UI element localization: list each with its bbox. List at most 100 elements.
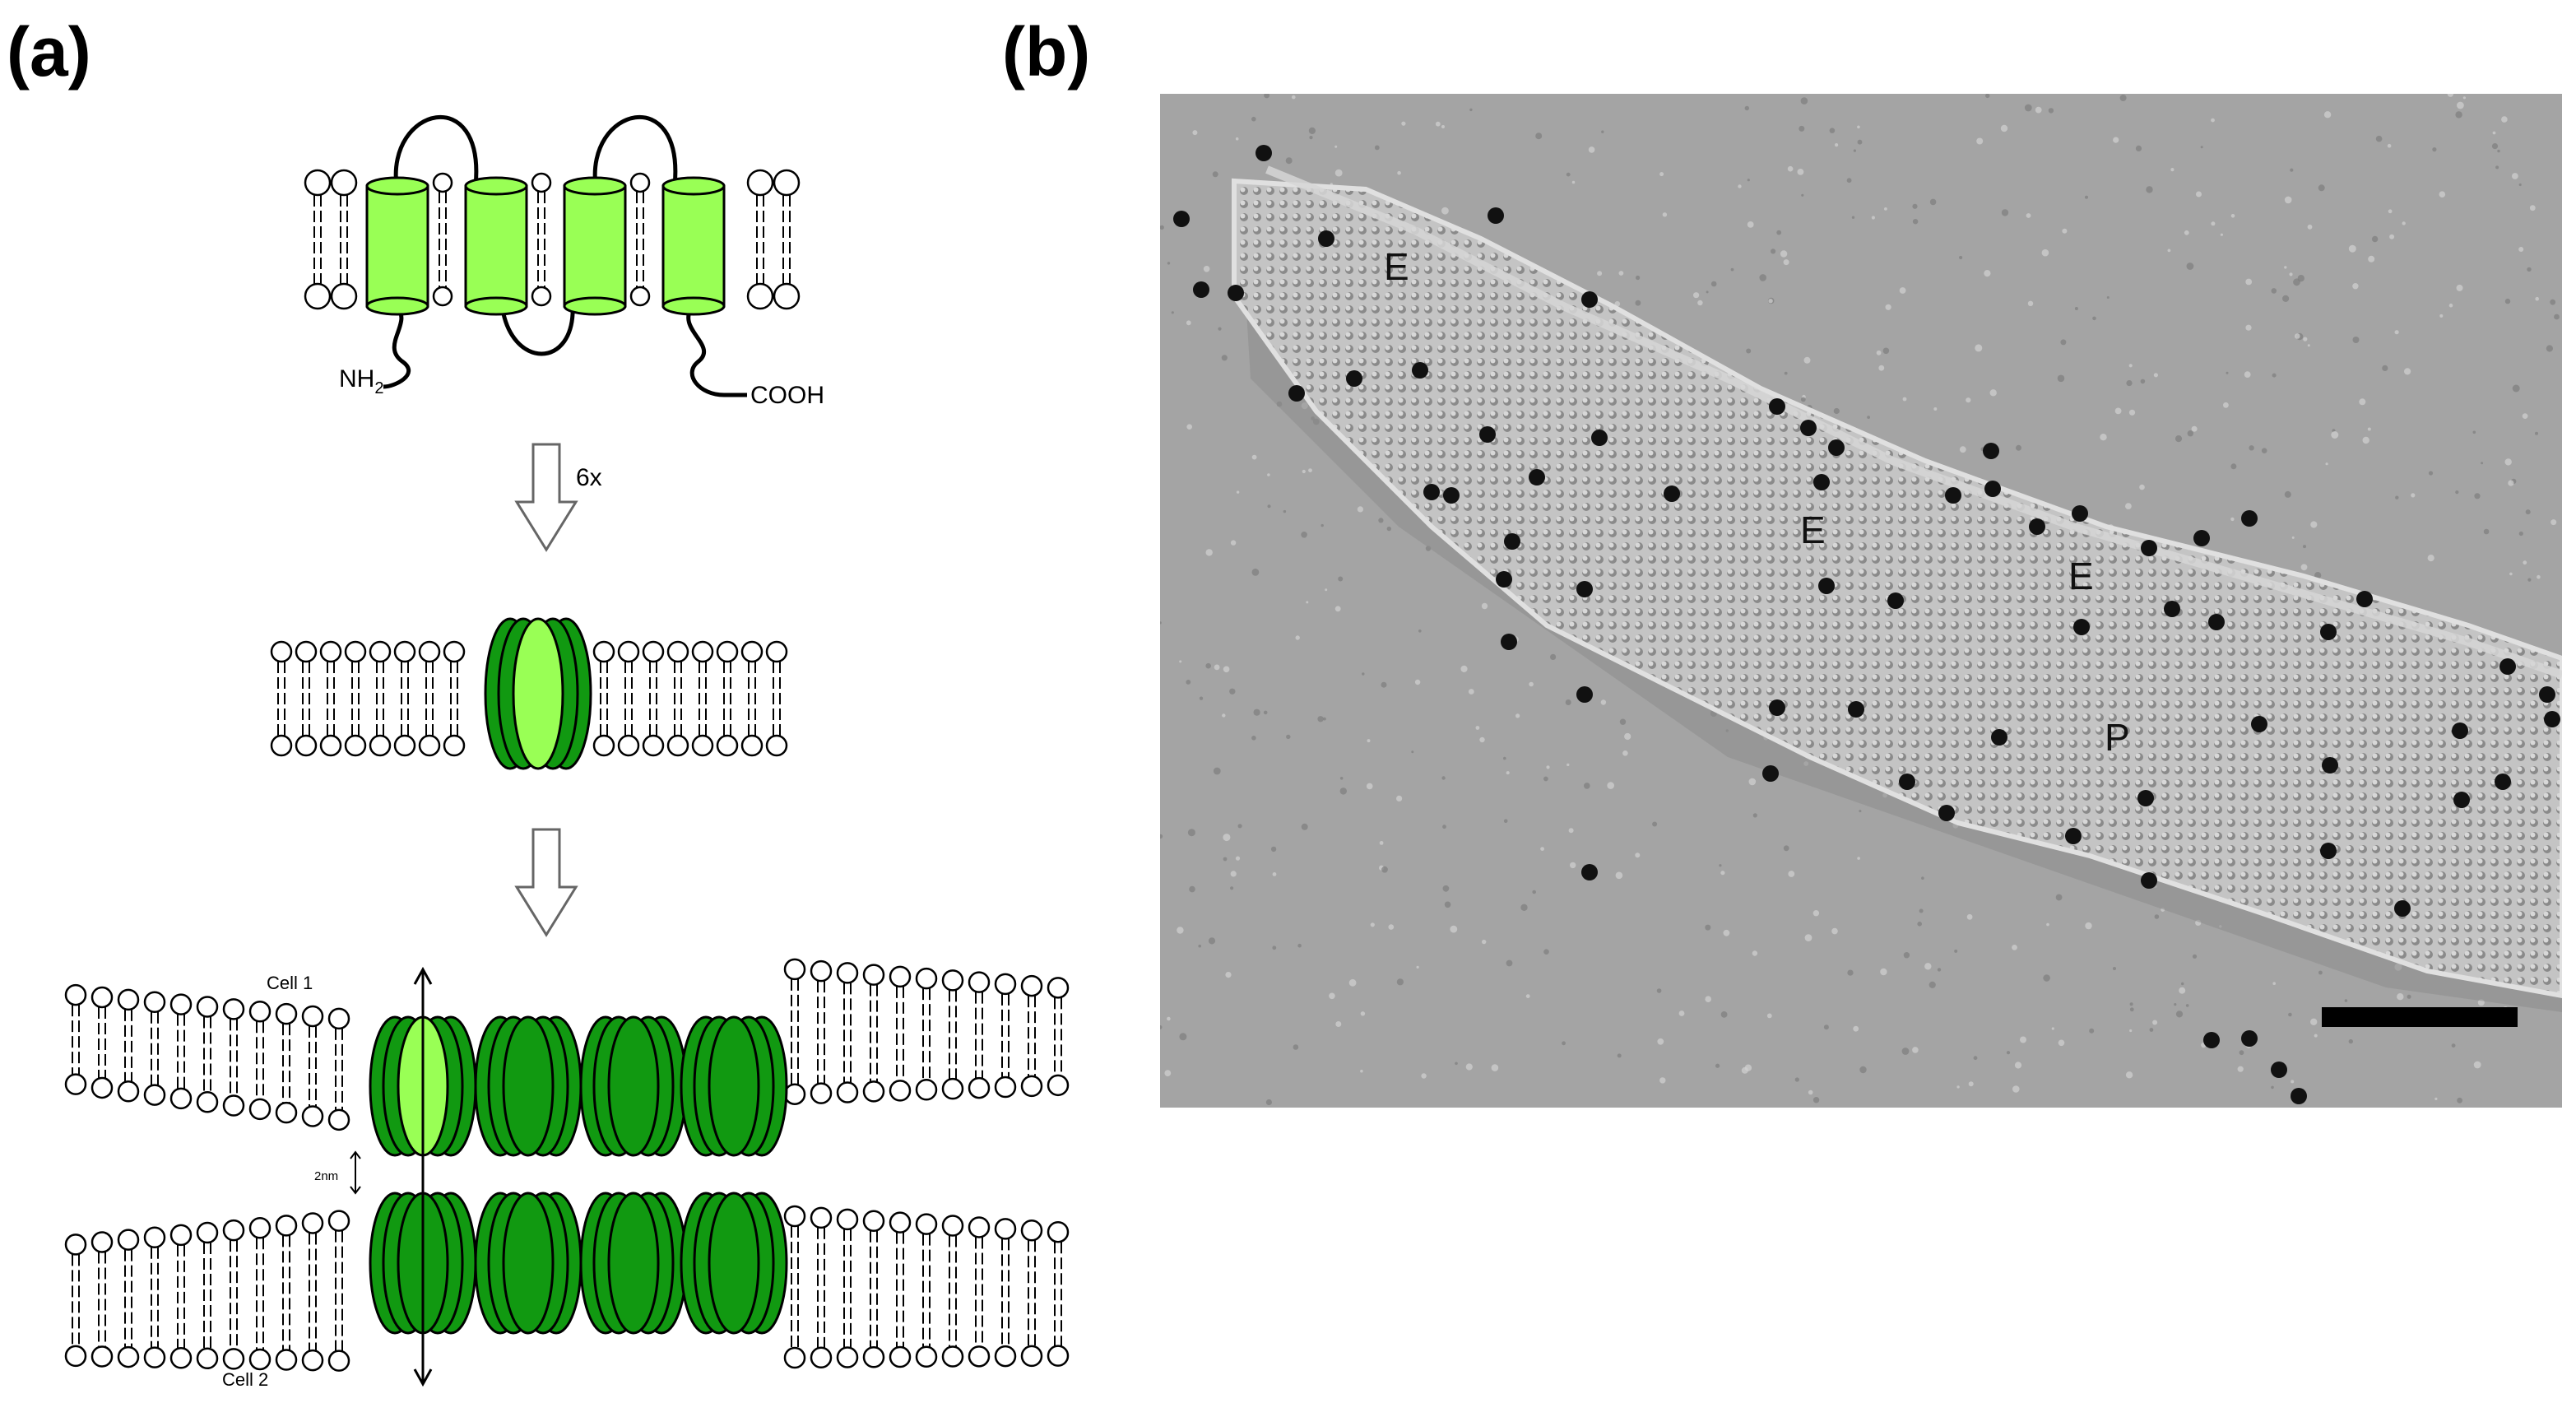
lipid-head <box>344 640 367 663</box>
grain-speck <box>2323 111 2332 118</box>
lipid-head <box>1020 1345 1043 1368</box>
grain-speck <box>2314 572 2322 579</box>
gold-particle <box>1488 207 1504 224</box>
grain-speck <box>2455 111 2462 118</box>
gold-particle <box>1496 571 1512 588</box>
grain-speck <box>2140 379 2146 384</box>
grain-speck <box>1966 913 1973 920</box>
lipid-head <box>295 734 318 757</box>
grain-speck <box>1652 821 1658 827</box>
helix-top <box>563 176 627 196</box>
lipid-head <box>275 1349 298 1371</box>
grain-speck <box>1912 1047 1919 1053</box>
grain-speck <box>1917 922 1922 927</box>
lipid-head <box>248 1348 272 1371</box>
gold-particle <box>1591 430 1608 446</box>
grain-speck <box>1189 885 1195 893</box>
lipid-head <box>691 640 714 663</box>
gold-particle <box>1256 145 1272 161</box>
grain-speck <box>2359 398 2366 406</box>
grain-speck <box>1186 424 1192 430</box>
grain-speck <box>1441 125 1445 128</box>
grain-speck <box>1414 679 1421 685</box>
gold-particle <box>2065 828 2082 844</box>
grain-speck <box>1797 169 1804 175</box>
lipid-head <box>915 1345 938 1368</box>
grain-speck <box>1747 221 1754 228</box>
grain-speck <box>1503 756 1506 760</box>
lipid-head <box>716 734 739 757</box>
grain-speck <box>2284 196 2292 204</box>
grain-speck <box>2457 101 2464 109</box>
grain-speck <box>1562 1041 1566 1046</box>
grain-speck <box>1693 292 1700 299</box>
grain-speck <box>2191 425 2198 432</box>
grain-speck <box>2375 135 2383 142</box>
lipid-head <box>783 1346 806 1369</box>
grain-speck <box>2518 247 2524 252</box>
lipid-head <box>344 734 367 757</box>
grain-speck <box>1221 355 1228 361</box>
lipid-head <box>666 734 689 757</box>
grain-speck <box>2057 374 2065 383</box>
grain-speck <box>2043 974 2050 982</box>
grain-speck <box>2055 894 2063 901</box>
grain-speck <box>1329 992 1335 1000</box>
connexon-hemichannel <box>270 617 788 770</box>
grain-speck <box>1306 601 1309 604</box>
grain-speck <box>2394 330 2399 335</box>
grain-speck <box>1308 127 1316 134</box>
grain-speck <box>2522 413 2528 419</box>
grain-speck <box>2128 409 2136 416</box>
grain-speck <box>1662 212 1668 217</box>
lipid-head <box>994 1345 1017 1368</box>
grain-speck <box>1348 978 1357 987</box>
grain-speck <box>2128 364 2133 368</box>
grain-speck <box>1362 672 1365 676</box>
grain-speck <box>1270 846 1277 853</box>
grain-speck <box>2129 1007 2134 1012</box>
lipid-head <box>889 1345 912 1368</box>
lipid-head <box>432 286 453 307</box>
grain-speck <box>2472 430 2476 434</box>
grain-speck <box>1187 829 1195 837</box>
grain-speck <box>2491 143 2499 150</box>
lipid-head <box>319 734 342 757</box>
grain-speck <box>1584 783 1590 789</box>
lipid-head <box>836 1208 859 1231</box>
grain-speck <box>1744 105 1749 111</box>
grain-speck <box>1899 287 1906 294</box>
gold-particle <box>1664 485 1680 502</box>
grain-speck <box>2113 137 2119 143</box>
lipid-head <box>222 1348 245 1370</box>
grain-speck <box>1251 569 1260 576</box>
gold-particle <box>1576 581 1593 597</box>
gold-particle <box>1762 765 1779 782</box>
grain-speck <box>1503 819 1508 823</box>
lipid-head <box>773 169 801 197</box>
lipid-head <box>275 1215 298 1237</box>
grain-speck <box>1491 1064 1499 1071</box>
grain-speck <box>1800 397 1806 402</box>
lipid-head <box>642 640 665 663</box>
grain-speck <box>1506 959 1513 967</box>
grain-speck <box>2146 186 2153 193</box>
down-arrow-2 <box>514 828 578 937</box>
grain-speck <box>1230 886 1234 890</box>
grain-speck <box>1710 281 1717 287</box>
grain-speck <box>1251 454 1257 460</box>
grain-speck <box>2114 407 2122 415</box>
grain-speck <box>1857 857 1860 860</box>
grain-speck <box>1968 1081 1974 1087</box>
grain-speck <box>1747 179 1750 182</box>
grain-speck <box>1381 681 1387 688</box>
gold-particle <box>2394 900 2411 917</box>
connexin-monomer: NH2 COOH <box>304 114 824 409</box>
gold-particle <box>1193 281 1209 298</box>
grain-speck <box>2186 262 2194 270</box>
grain-speck <box>1160 621 1162 625</box>
lipid-head <box>369 640 392 663</box>
freeze-fracture-micrograph: E E E P <box>1160 94 2562 1108</box>
lipid-head <box>270 640 293 663</box>
grain-speck <box>2388 209 2393 214</box>
